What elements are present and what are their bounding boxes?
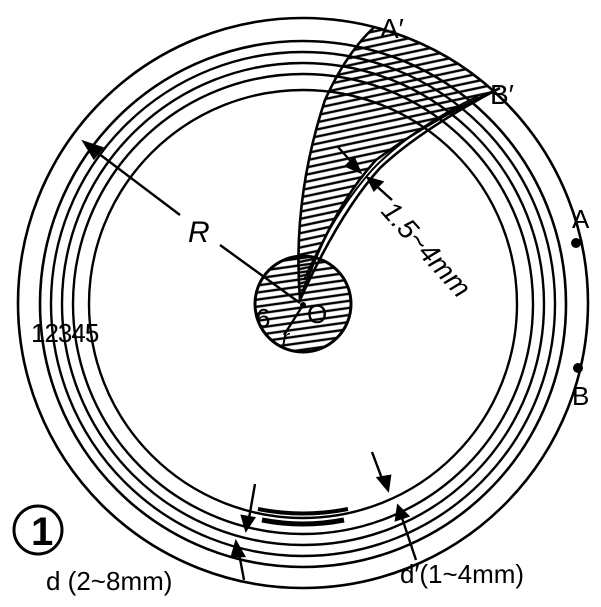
label-B: B — [572, 381, 589, 411]
gap-dimension — [337, 146, 393, 201]
hatched-sector — [297, 18, 502, 301]
groove-path — [298, 86, 501, 301]
groove-path-inner — [303, 95, 479, 281]
label-r: r — [282, 325, 291, 350]
radius-arrow — [81, 139, 301, 304]
ring-3 — [60, 61, 546, 547]
label-B-prime: B′ — [490, 79, 514, 110]
figure-number: 1 — [31, 510, 53, 554]
ring-2 — [49, 50, 557, 558]
d-prime-dimension — [370, 451, 418, 561]
label-d-prime: d′(1~4mm) — [400, 559, 524, 589]
outer-rim — [16, 16, 590, 590]
label-six: 6 — [256, 303, 270, 333]
label-d: d (2~8mm) — [46, 566, 172, 596]
ring-4 — [71, 72, 535, 536]
point-B — [573, 363, 583, 373]
ring-1 — [38, 39, 568, 569]
label-rings: 12345 — [31, 318, 99, 348]
label-gap: 1.5~4mm — [376, 195, 478, 303]
label-A: A — [572, 204, 590, 234]
figure-number-badge — [12, 504, 64, 556]
r-indicator — [282, 304, 305, 336]
label-center-O: O — [307, 299, 327, 329]
label-R: R — [188, 216, 210, 249]
ring-5 — [87, 88, 519, 520]
d-dimension — [230, 483, 257, 581]
point-A — [571, 238, 581, 248]
bottom-band — [257, 507, 349, 527]
concentric-rings — [38, 39, 568, 569]
label-A-prime: A′ — [380, 13, 404, 44]
